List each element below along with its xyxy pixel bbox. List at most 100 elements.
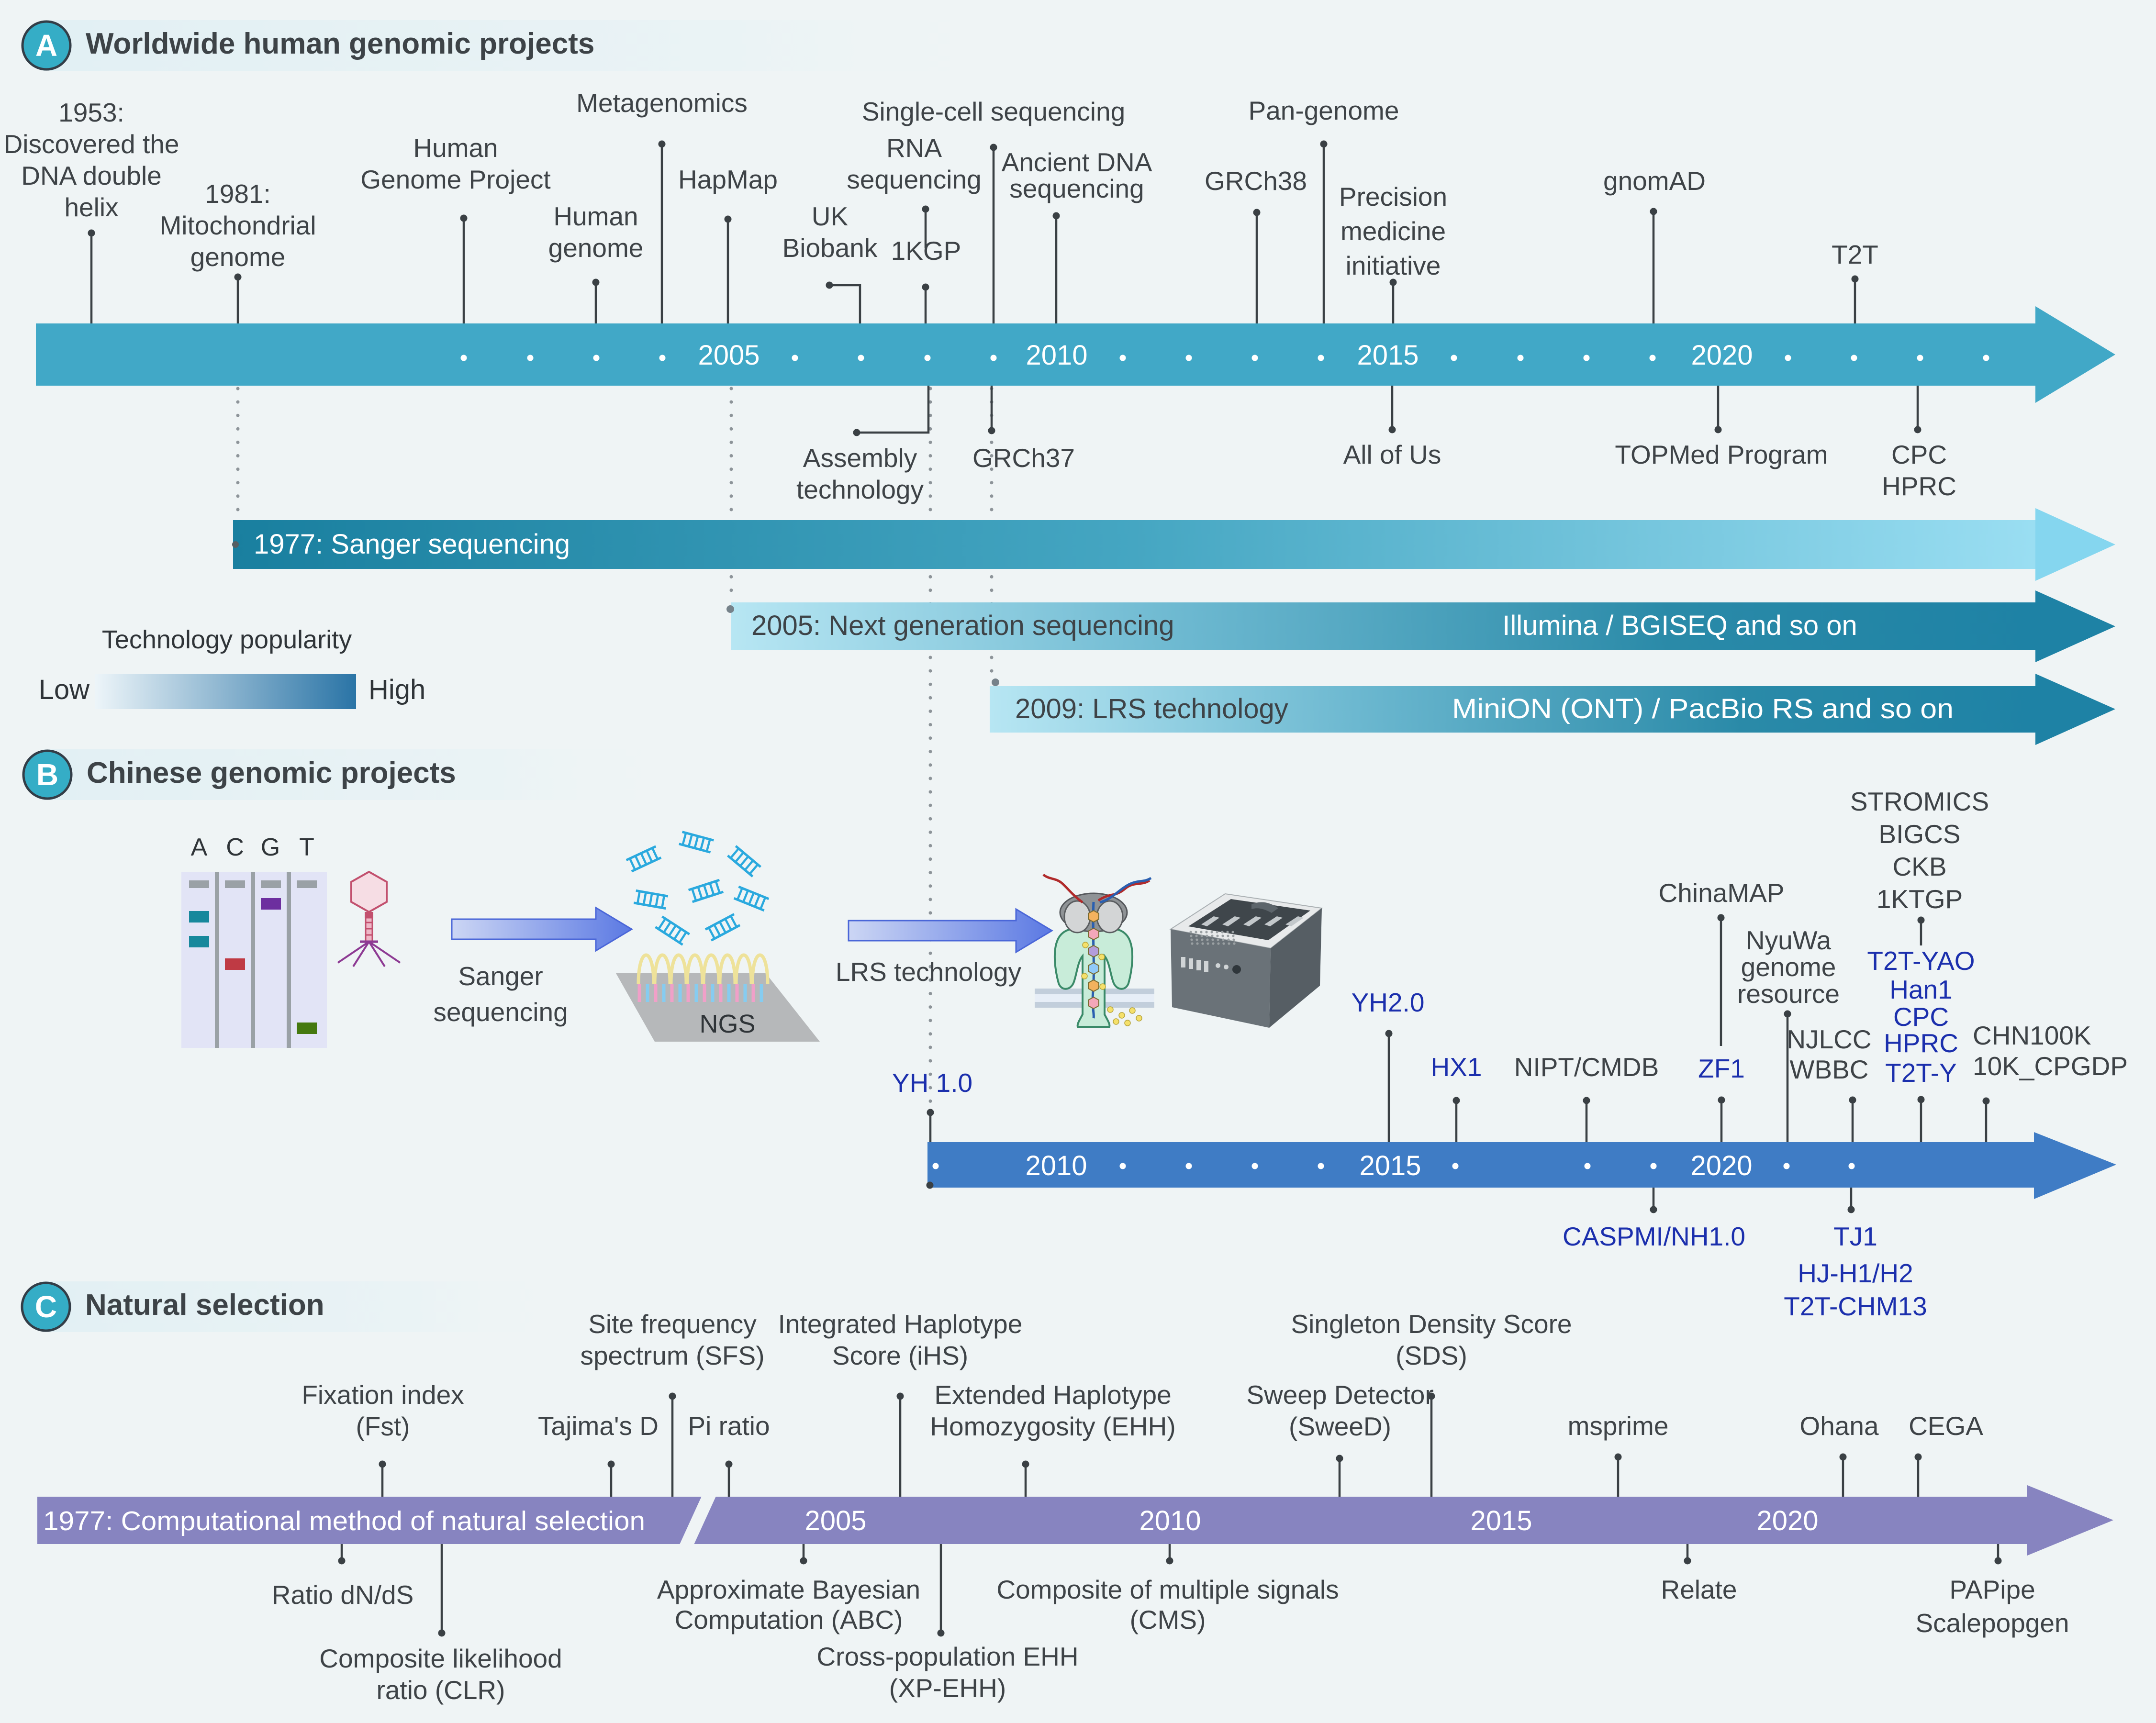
svg-text:Ratio dN/dS: Ratio dN/dS (272, 1580, 414, 1610)
svg-text:ratio (CLR): ratio (CLR) (377, 1675, 505, 1705)
svg-text:CEGA: CEGA (1909, 1411, 1983, 1441)
svg-text:sequencing: sequencing (847, 165, 981, 194)
svg-text:Technology popularity: Technology popularity (102, 625, 352, 654)
svg-text:Approximate Bayesian: Approximate Bayesian (657, 1575, 920, 1604)
svg-text:ZF1: ZF1 (1698, 1054, 1745, 1083)
svg-text:NGS: NGS (699, 1010, 755, 1038)
svg-text:Han1: Han1 (1889, 975, 1952, 1004)
svg-text:(XP-EHH): (XP-EHH) (889, 1673, 1006, 1703)
svg-text:initiative: initiative (1346, 251, 1441, 280)
svg-text:T2T-Y: T2T-Y (1885, 1058, 1957, 1088)
svg-text:UK: UK (812, 201, 849, 231)
svg-text:B: B (36, 757, 58, 792)
svg-text:2015: 2015 (1359, 1150, 1421, 1181)
svg-text:YH2.0: YH2.0 (1352, 988, 1425, 1017)
svg-text:(SDS): (SDS) (1396, 1341, 1467, 1370)
svg-text:Metagenomics: Metagenomics (576, 88, 748, 118)
svg-text:2015: 2015 (1470, 1505, 1532, 1536)
svg-text:msprime: msprime (1568, 1411, 1669, 1441)
svg-text:1953:: 1953: (58, 98, 124, 127)
svg-text:HapMap: HapMap (678, 165, 778, 194)
svg-text:genome: genome (190, 242, 286, 272)
svg-text:genome: genome (548, 233, 644, 263)
svg-text:spectrum (SFS): spectrum (SFS) (580, 1341, 764, 1370)
svg-text:All of Us: All of Us (1343, 440, 1441, 469)
svg-text:2005: 2005 (804, 1505, 866, 1536)
svg-text:C: C (35, 1289, 57, 1324)
svg-text:Human: Human (413, 133, 498, 163)
svg-text:Extended Haplotype: Extended Haplotype (934, 1380, 1171, 1410)
svg-text:A: A (35, 28, 57, 63)
svg-text:GRCh38: GRCh38 (1205, 166, 1307, 196)
svg-text:CKB: CKB (1892, 852, 1946, 881)
svg-text:(Fst): (Fst) (356, 1412, 410, 1441)
svg-text:TJ1: TJ1 (1833, 1222, 1877, 1251)
svg-text:2009: LRS technology: 2009: LRS technology (1015, 693, 1288, 724)
svg-text:Tajima's D: Tajima's D (538, 1411, 659, 1441)
svg-text:Pan-genome: Pan-genome (1249, 96, 1399, 125)
svg-text:Sanger: Sanger (458, 961, 543, 991)
svg-text:Mitochondrial: Mitochondrial (159, 211, 316, 240)
svg-text:PAPipe: PAPipe (1949, 1575, 2035, 1604)
svg-text:technology: technology (796, 475, 924, 504)
svg-text:10K_CPGDP: 10K_CPGDP (1973, 1051, 2128, 1081)
svg-text:Relate: Relate (1661, 1575, 1737, 1604)
svg-text:LRS technology: LRS technology (836, 957, 1022, 987)
svg-text:2020: 2020 (1690, 1150, 1752, 1181)
svg-text:Discovered the: Discovered the (4, 129, 179, 159)
svg-text:2010: 2010 (1026, 340, 1087, 371)
svg-text:1981:: 1981: (205, 179, 271, 209)
svg-text:Cross-population EHH: Cross-population EHH (816, 1642, 1078, 1671)
svg-text:C: C (226, 834, 244, 861)
svg-text:Scalepopgen: Scalepopgen (1915, 1608, 2069, 1638)
svg-text:BIGCS: BIGCS (1878, 819, 1960, 849)
svg-text:Integrated Haplotype: Integrated Haplotype (778, 1309, 1023, 1339)
svg-text:Natural selection: Natural selection (85, 1289, 324, 1322)
svg-text:HPRC: HPRC (1884, 1028, 1958, 1058)
svg-text:Chinese genomic projects: Chinese genomic projects (87, 756, 456, 789)
svg-text:1977: Computational method of: 1977: Computational method of natural se… (43, 1506, 645, 1536)
svg-text:Genome Project: Genome Project (360, 165, 550, 194)
svg-text:1KTGP: 1KTGP (1877, 884, 1963, 914)
svg-text:resource: resource (1737, 979, 1840, 1009)
svg-text:Site frequency: Site frequency (588, 1309, 757, 1339)
svg-text:HX1: HX1 (1431, 1052, 1482, 1082)
svg-text:T2T-CHM13: T2T-CHM13 (1784, 1291, 1927, 1321)
svg-text:CPC: CPC (1891, 440, 1947, 469)
svg-text:gnomAD: gnomAD (1603, 166, 1706, 196)
svg-text:Homozygosity (EHH): Homozygosity (EHH) (930, 1412, 1175, 1441)
svg-text:NyuWa: NyuWa (1746, 925, 1832, 955)
svg-text:Precision: Precision (1339, 182, 1447, 211)
svg-text:2015: 2015 (1357, 340, 1419, 371)
svg-text:2020: 2020 (1691, 340, 1753, 371)
svg-text:2005: 2005 (698, 340, 760, 371)
svg-text:NIPT/CMDB: NIPT/CMDB (1514, 1052, 1659, 1082)
svg-text:T: T (299, 834, 314, 861)
svg-text:YH 1.0: YH 1.0 (892, 1068, 972, 1098)
svg-text:sequencing: sequencing (433, 997, 568, 1027)
svg-text:T2T-YAO: T2T-YAO (1867, 946, 1975, 976)
svg-text:Assembly: Assembly (803, 443, 917, 473)
svg-text:T2T: T2T (1832, 240, 1878, 269)
svg-text:NJLCC: NJLCC (1787, 1024, 1871, 1054)
svg-text:2020: 2020 (1756, 1505, 1818, 1536)
svg-text:Singleton Density Score: Singleton Density Score (1291, 1309, 1572, 1339)
svg-text:MiniON (ONT) / PacBio RS and s: MiniON (ONT) / PacBio RS and so on (1452, 693, 1954, 724)
svg-text:HPRC: HPRC (1882, 471, 1956, 501)
svg-text:sequencing: sequencing (1009, 174, 1144, 203)
svg-text:Biobank: Biobank (782, 233, 878, 263)
svg-text:G: G (261, 834, 280, 861)
svg-text:A: A (191, 834, 208, 861)
svg-text:medicine: medicine (1341, 216, 1446, 246)
svg-text:ChinaMAP: ChinaMAP (1659, 878, 1785, 908)
svg-text:Illumina / BGISEQ and so on: Illumina / BGISEQ and so on (1502, 610, 1857, 641)
svg-text:Worldwide human genomic projec: Worldwide human genomic projects (86, 27, 594, 60)
svg-text:RNA: RNA (886, 133, 942, 163)
svg-text:CASPMI/NH1.0: CASPMI/NH1.0 (1563, 1222, 1745, 1251)
svg-text:1KGP: 1KGP (891, 236, 961, 266)
svg-text:Low: Low (39, 674, 90, 705)
svg-text:2010: 2010 (1139, 1505, 1201, 1536)
svg-text:Ohana: Ohana (1799, 1411, 1879, 1441)
svg-text:Single-cell sequencing: Single-cell sequencing (862, 97, 1125, 126)
svg-text:CPC: CPC (1893, 1002, 1949, 1032)
